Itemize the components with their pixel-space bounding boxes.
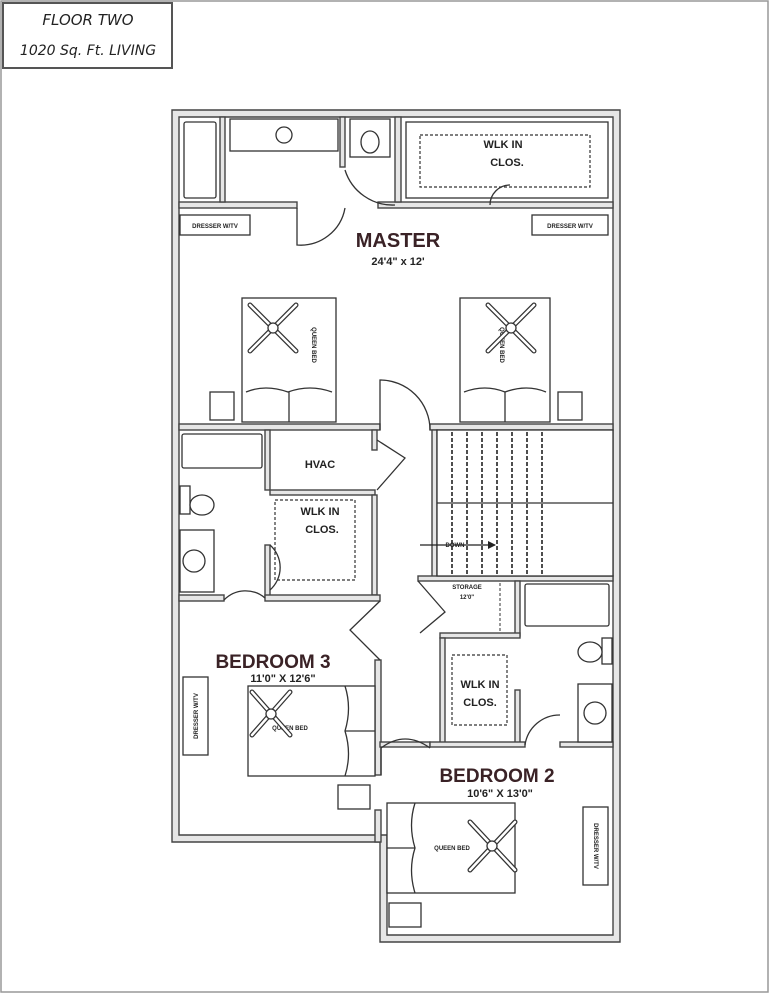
- bedroom-2: BEDROOM 2 10'6" X 13'0" QUEEN BED DRESSE…: [386, 766, 609, 928]
- interior-walls: [178, 116, 614, 843]
- svg-text:QUEEN BED: QUEEN BED: [310, 327, 316, 363]
- floor-title: FLOOR TWO: [42, 11, 133, 29]
- title-block: FLOOR TWO 1020 Sq. Ft. LIVING: [2, 2, 173, 69]
- svg-text:STORAGE: STORAGE: [452, 585, 482, 591]
- master-bath: [183, 118, 396, 246]
- bath-2: [524, 583, 613, 746]
- toilet-icon: [577, 641, 603, 663]
- room-name: BEDROOM 2: [439, 766, 554, 787]
- nightstand: [337, 784, 371, 810]
- sink-icon: [583, 701, 607, 725]
- nightstand: [209, 391, 235, 421]
- svg-text:DRESSER W/TV: DRESSER W/TV: [547, 224, 593, 230]
- svg-text:WLK IN: WLK IN: [460, 679, 499, 691]
- toilet-icon: [189, 494, 215, 516]
- hvac-room: HVAC: [305, 439, 406, 491]
- svg-text:DRESSER W/TV: DRESSER W/TV: [592, 823, 598, 869]
- master-bedroom: MASTER 24'4" x 12' DRESSER W/TV DRESSER …: [179, 214, 609, 431]
- svg-text:WLK IN: WLK IN: [300, 506, 339, 518]
- svg-text:CLOS.: CLOS.: [463, 697, 497, 709]
- room-name: MASTER: [356, 230, 441, 252]
- bedroom-2-closet: WLK IN CLOS.: [451, 654, 508, 726]
- room-size: 10'6" X 13'0": [467, 788, 533, 800]
- door-swing: [269, 544, 281, 591]
- bathtub: [524, 583, 610, 627]
- door-swing: [524, 714, 561, 746]
- dresser: [582, 806, 609, 886]
- room-name: HVAC: [305, 459, 335, 471]
- bathtub: [183, 121, 217, 199]
- stairs-label: DOWN: [446, 543, 465, 549]
- room-size: 24'4" x 12': [371, 256, 425, 268]
- storage-closet: STORAGE 12'0": [417, 580, 501, 634]
- hall-bath: [179, 433, 266, 601]
- svg-text:QUEEN BED: QUEEN BED: [434, 846, 470, 852]
- bathtub: [181, 433, 263, 469]
- sink-icon: [275, 126, 293, 144]
- room-size: 11'0" X 12'6": [250, 673, 315, 685]
- door-swing: [417, 580, 446, 634]
- bedroom-3: BEDROOM 3 11'0" X 12'6" DRESSER W/TV QUE…: [182, 600, 431, 810]
- door-swing: [344, 169, 396, 206]
- svg-text:QUEEN BED: QUEEN BED: [272, 726, 308, 732]
- exterior-walls: [171, 109, 621, 943]
- room-name: BEDROOM 3: [215, 652, 330, 673]
- svg-text:DRESSER W/TV: DRESSER W/TV: [194, 693, 200, 739]
- svg-text:CLOS.: CLOS.: [305, 524, 339, 536]
- sink-icon: [182, 549, 206, 573]
- door-swing: [223, 590, 266, 601]
- floor-area: 1020 Sq. Ft. LIVING: [20, 43, 156, 59]
- dresser: [182, 676, 209, 756]
- closet-label: CLOS.: [490, 157, 524, 169]
- master-closet: WLK IN CLOS.: [405, 121, 609, 206]
- svg-text:DRESSER W/TV: DRESSER W/TV: [192, 224, 238, 230]
- toilet-icon: [360, 130, 380, 154]
- dresser: [179, 214, 251, 236]
- nightstand: [557, 391, 583, 421]
- door-swing: [349, 600, 381, 661]
- svg-text:12'0": 12'0": [460, 595, 474, 601]
- dresser: [531, 214, 609, 236]
- svg-text:QUEEN BED: QUEEN BED: [498, 327, 504, 363]
- nightstand: [388, 902, 422, 928]
- door-swing: [296, 207, 346, 246]
- door-swing: [379, 379, 431, 431]
- staircase: DOWN: [420, 429, 614, 577]
- closet-label: WLK IN: [483, 139, 522, 151]
- door-swing: [489, 184, 511, 206]
- door-swing: [380, 738, 431, 775]
- hall-closet: WLK IN CLOS.: [269, 499, 356, 591]
- door-swing: [376, 439, 406, 491]
